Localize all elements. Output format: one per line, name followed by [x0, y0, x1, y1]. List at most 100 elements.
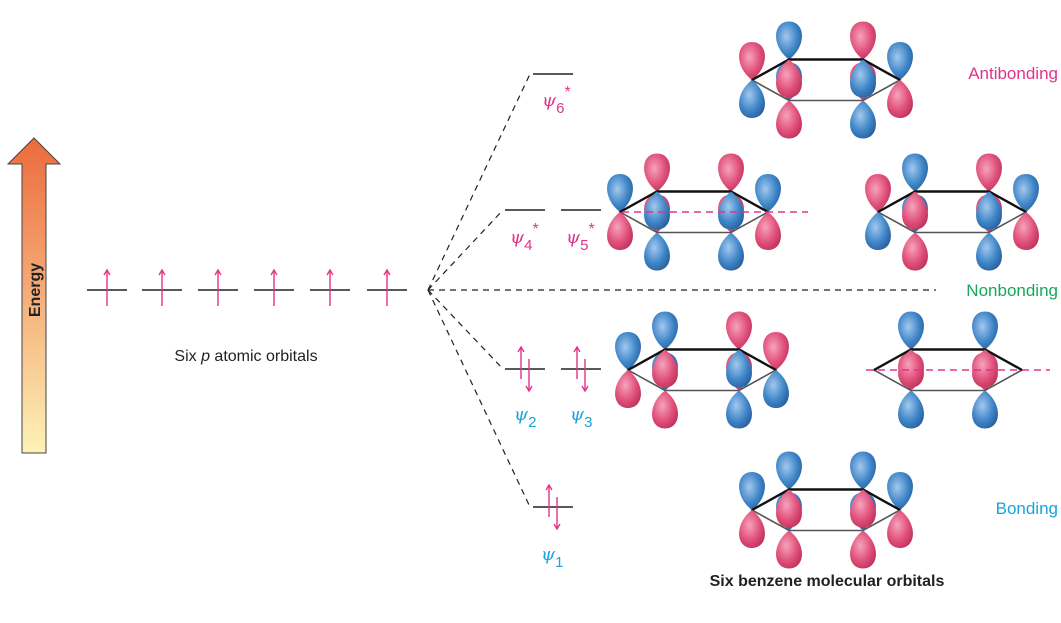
blue-lobe: [718, 191, 744, 230]
orbital-psi5-picture: [865, 153, 1039, 271]
electron-down-arrow: [553, 497, 561, 531]
electron-up-arrow: [383, 268, 391, 306]
blue-lobe: [887, 42, 913, 80]
mo-level-ψ4-star: ψ4*: [505, 209, 545, 254]
orbital-pictures: [607, 21, 1050, 569]
pink-lobe: [1013, 212, 1039, 250]
pink-lobe: [652, 349, 678, 388]
blue-lobe: [726, 349, 752, 388]
pink-lobe: [763, 332, 789, 370]
benzene-ring: [626, 348, 778, 392]
blue-lobe: [850, 451, 876, 490]
atomic-orbitals-caption: Six p atomic orbitals: [174, 348, 317, 365]
benzene-ring-front-edge: [751, 488, 901, 512]
molecular-orbital-levels: ψ6* ψ4* ψ5* ψ2 ψ3 ψ1: [505, 73, 601, 571]
blue-lobe: [972, 390, 998, 429]
pink-lobe: [776, 59, 802, 98]
orbital-psi4-picture: [607, 153, 808, 271]
atomic-orbital: [198, 268, 238, 306]
benzene-ring: [750, 58, 902, 102]
mo-level-ψ3: ψ3: [561, 345, 601, 431]
benzene-ring-front-edge: [619, 190, 769, 214]
orbital-psi6-picture: [739, 21, 913, 139]
electron-up-arrow: [103, 268, 111, 306]
blue-lobe: [850, 100, 876, 139]
pink-lobe: [776, 489, 802, 528]
electron-up-arrow: [326, 268, 334, 306]
pink-lobe: [887, 80, 913, 118]
blue-lobe: [976, 191, 1002, 230]
pink-lobe: [902, 232, 928, 271]
orbital-psi2-picture: [615, 311, 789, 429]
pink-lobe: [976, 153, 1002, 192]
blue-lobe: [898, 311, 924, 350]
pink-lobe: [887, 510, 913, 548]
electron-down-arrow: [581, 359, 589, 393]
blue-lobe: [652, 311, 678, 350]
pink-lobe: [652, 390, 678, 429]
pink-lobe: [755, 212, 781, 250]
pink-lobe: [850, 530, 876, 569]
atomic-orbital: [142, 268, 182, 306]
mo-label: ψ3: [570, 404, 592, 431]
electron-up-arrow: [270, 268, 278, 306]
atomic-orbital: [310, 268, 350, 306]
blue-lobe: [776, 21, 802, 60]
electron-up-arrow: [517, 345, 525, 379]
blue-lobe: [865, 212, 891, 250]
mo-level-ψ1: ψ1: [533, 483, 573, 571]
blue-lobe: [755, 174, 781, 212]
atomic-orbital: [87, 268, 127, 306]
pink-lobe: [972, 349, 998, 388]
dash-to-psi4: [427, 209, 504, 291]
mo-label: ψ1: [541, 544, 563, 571]
bonding-label: Bonding: [996, 499, 1058, 518]
mo-level-ψ5-star: ψ5*: [561, 209, 601, 254]
molecular-orbitals-caption: Six benzene molecular orbitals: [710, 573, 945, 590]
benzene-ring-front-edge: [751, 58, 901, 82]
blue-lobe: [972, 311, 998, 350]
blue-lobe: [644, 232, 670, 271]
energy-arrow-shape: [6, 137, 62, 454]
dash-to-psi6: [427, 73, 531, 291]
pink-lobe: [902, 191, 928, 230]
blue-lobe: [887, 472, 913, 510]
blue-lobe: [739, 80, 765, 118]
pink-lobe: [615, 370, 641, 408]
atomic-orbital: [367, 268, 407, 306]
atomic-orbital: [254, 268, 294, 306]
blue-lobe: [850, 59, 876, 98]
nonbonding-label: Nonbonding: [966, 281, 1058, 300]
antibonding-label: Antibonding: [968, 64, 1058, 83]
electron-up-arrow: [573, 345, 581, 379]
pink-lobe: [726, 311, 752, 350]
blue-lobe: [1013, 174, 1039, 212]
blue-lobe: [902, 153, 928, 192]
pink-lobe: [898, 349, 924, 388]
mo-label: ψ5*: [566, 221, 595, 254]
energy-label: Energy: [27, 263, 44, 317]
blue-lobe: [607, 174, 633, 212]
electron-up-arrow: [214, 268, 222, 306]
pink-lobe: [739, 42, 765, 80]
dash-to-psi1: [427, 289, 531, 508]
pink-lobe: [607, 212, 633, 250]
mo-label: ψ4*: [510, 221, 539, 254]
mo-label: ψ2: [514, 404, 536, 431]
blue-lobe: [898, 390, 924, 429]
pink-lobe: [865, 174, 891, 212]
blue-lobe: [763, 370, 789, 408]
benzene-ring: [750, 488, 902, 532]
correlation-lines: [427, 73, 936, 508]
pink-lobe: [776, 100, 802, 139]
blue-lobe: [718, 232, 744, 271]
electron-up-arrow: [158, 268, 166, 306]
benzene-ring-front-edge: [627, 348, 777, 372]
pink-lobe: [739, 510, 765, 548]
benzene-ring: [876, 190, 1028, 234]
blue-lobe: [976, 232, 1002, 271]
mo-label: ψ6*: [542, 84, 571, 117]
energy-arrow: Energy: [6, 137, 62, 454]
